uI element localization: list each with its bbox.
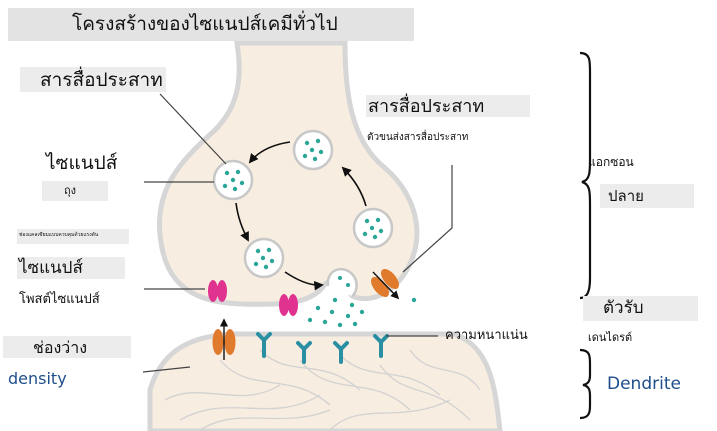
- psd-label: ความหนาแน่น: [445, 328, 528, 343]
- synaptic-label-2: ไซแนปส์: [17, 257, 125, 279]
- vesicle-left: [212, 159, 254, 201]
- neurotransmitter-label-left: สารสื่อประสาท: [20, 67, 166, 92]
- vesicle-cycle-arrows: [235, 141, 367, 291]
- calcium-channel-1: [208, 280, 227, 302]
- dendrite-body: [147, 331, 503, 431]
- vesicle-label: ถุง: [42, 181, 108, 201]
- axon-terminal-brace: [579, 51, 592, 300]
- dendrite-brace: [579, 348, 592, 420]
- postsynaptic-channel: [212, 318, 236, 360]
- receptors: [256, 332, 389, 364]
- page-title: โครงสร้างของไซแนปส์เคมีทั่วไป: [8, 8, 414, 41]
- vesicle-top: [292, 129, 334, 171]
- neurotransmitter-label-right: สารสื่อประสาท: [366, 95, 530, 117]
- vesicle-bottom: [243, 237, 285, 279]
- terminal-label: ปลาย: [600, 184, 694, 208]
- postsynaptic-label: โพสต์ไซแนปส์: [19, 292, 100, 307]
- density-label: density: [8, 369, 67, 388]
- axon-label: แอกซอน: [588, 155, 634, 169]
- pointer-lines: [142, 93, 453, 373]
- calcium-channel-2: [279, 294, 298, 316]
- released-neurotransmitter: [307, 297, 417, 328]
- fusing-vesicle: [326, 267, 358, 298]
- vesicle-right: [352, 207, 394, 249]
- reuptake-transporter: [371, 269, 400, 300]
- dendrite-thai-label: เดนไดรต์: [588, 331, 633, 344]
- synaptic-label: ไซแนปส์: [46, 152, 118, 174]
- dendrite-label: Dendrite: [607, 374, 681, 394]
- dendrite-fibers: [164, 349, 481, 431]
- cleft-label: ช่องว่าง: [3, 336, 131, 358]
- axon-terminal: [156, 40, 420, 307]
- tiny-caption: ช่องแคลเซียมแบบควบคุมด้วยแรงดัน: [17, 229, 129, 244]
- receptor-label: ตัวรับ: [583, 296, 698, 321]
- transporter-label: ตัวขนส่งสารสื่อประสาท: [367, 132, 469, 143]
